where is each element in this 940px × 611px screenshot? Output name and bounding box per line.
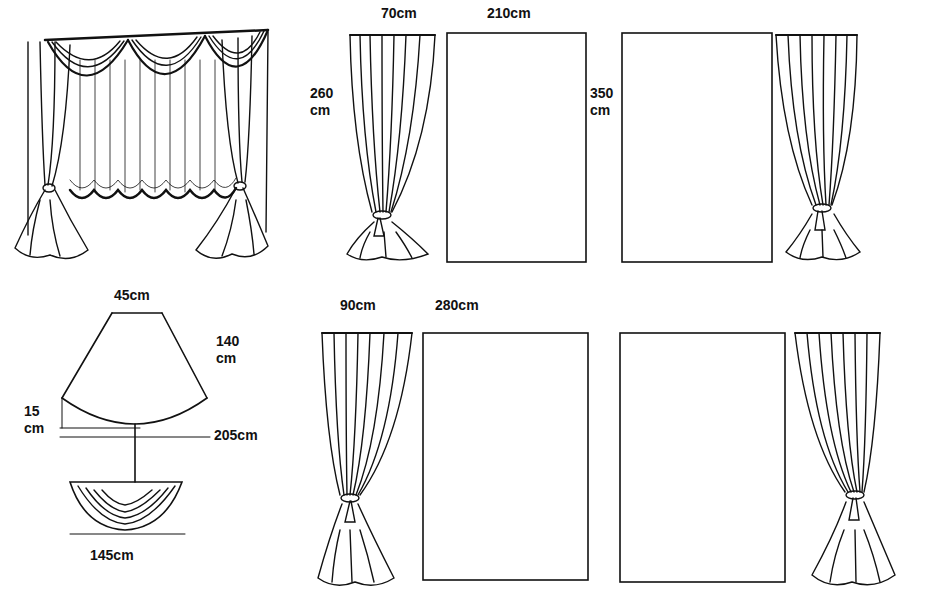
dimension-label: 90cm: [340, 297, 376, 314]
dimension-label: 70cm: [381, 5, 417, 22]
dimension-label: 205cm: [214, 427, 258, 444]
window-panel: [620, 333, 785, 582]
window-panel: [447, 33, 586, 262]
dimension-label: 210cm: [487, 5, 531, 22]
dimension-label: 15 cm: [24, 403, 54, 437]
window-panel: [423, 333, 588, 580]
swag-pattern: [60, 313, 210, 534]
dimension-label: 260 cm: [310, 85, 342, 119]
swag-curtain-sketch: [15, 30, 268, 259]
dimension-label: 145cm: [90, 547, 134, 564]
curtain-panel-c: [318, 333, 412, 585]
curtain-panel-b: [776, 35, 860, 260]
dimension-label: 45cm: [114, 287, 150, 304]
curtain-panel-d: [795, 333, 895, 585]
dimension-label: 280cm: [435, 297, 479, 314]
curtain-panel-a: [347, 35, 435, 260]
window-panel: [622, 33, 772, 262]
dimension-label: 350 cm: [590, 85, 620, 119]
dimension-label: 140 cm: [216, 333, 248, 367]
